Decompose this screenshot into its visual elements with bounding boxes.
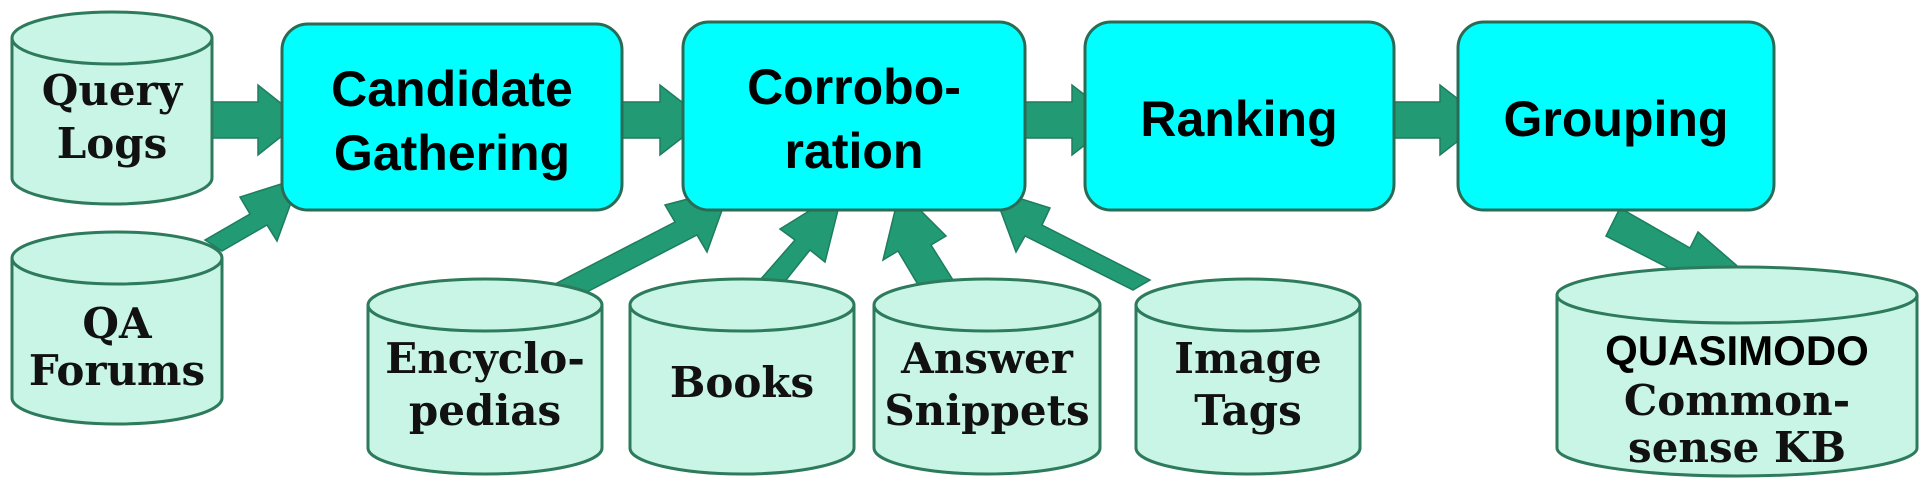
source-encyclopedias-line1: Encyclo-	[385, 334, 585, 383]
source-answer-snippets: Answer Snippets	[872, 277, 1102, 476]
source-query-logs: Query Logs	[10, 10, 214, 206]
source-books: Books	[628, 277, 856, 476]
step-grouping-line1: Grouping	[1504, 91, 1729, 147]
output-kb-line2: sense KB	[1628, 423, 1846, 472]
source-query-logs-line2: Logs	[57, 119, 168, 168]
arrow-qa-forums-to-candidate	[203, 176, 302, 252]
step-corroboration-line2: ration	[785, 123, 924, 179]
source-qa-forums-line2: Forums	[29, 346, 205, 395]
step-candidate-gathering: Candidate Gathering	[280, 22, 624, 212]
arrow-query-logs-to-candidate	[211, 83, 304, 157]
source-image-tags: Image Tags	[1134, 277, 1362, 476]
arrow-snippets-to-corroboration	[881, 188, 955, 289]
source-encyclopedias: Encyclo- pedias	[366, 277, 604, 476]
step-candidate-gathering-line2: Gathering	[334, 125, 570, 181]
source-answer-snippets-line1: Answer	[900, 334, 1074, 383]
step-corroboration: Corrobo- ration	[681, 20, 1027, 212]
source-encyclopedias-line2: pedias	[409, 386, 561, 435]
step-candidate-gathering-line1: Candidate	[331, 61, 573, 117]
step-ranking-line1: Ranking	[1140, 91, 1337, 147]
arrow-image-tags-to-corroboration	[991, 188, 1152, 291]
output-kb-line1: Common-	[1624, 376, 1850, 425]
source-answer-snippets-line2: Snippets	[884, 386, 1089, 435]
step-ranking: Ranking	[1083, 20, 1396, 212]
arrow-encyclopedias-to-corroboration	[553, 186, 732, 298]
source-query-logs-line1: Query	[42, 66, 184, 115]
output-kb: QUASIMODO Common- sense KB	[1555, 265, 1919, 478]
step-corroboration-line1: Corrobo-	[747, 59, 961, 115]
source-qa-forums: QA Forums	[10, 230, 224, 426]
source-image-tags-line1: Image	[1174, 334, 1321, 383]
source-books-line1: Books	[670, 358, 814, 407]
source-qa-forums-line1: QA	[82, 299, 153, 348]
output-kb-title: QUASIMODO	[1605, 327, 1869, 374]
step-grouping: Grouping	[1456, 20, 1776, 212]
source-image-tags-line2: Tags	[1194, 386, 1301, 435]
